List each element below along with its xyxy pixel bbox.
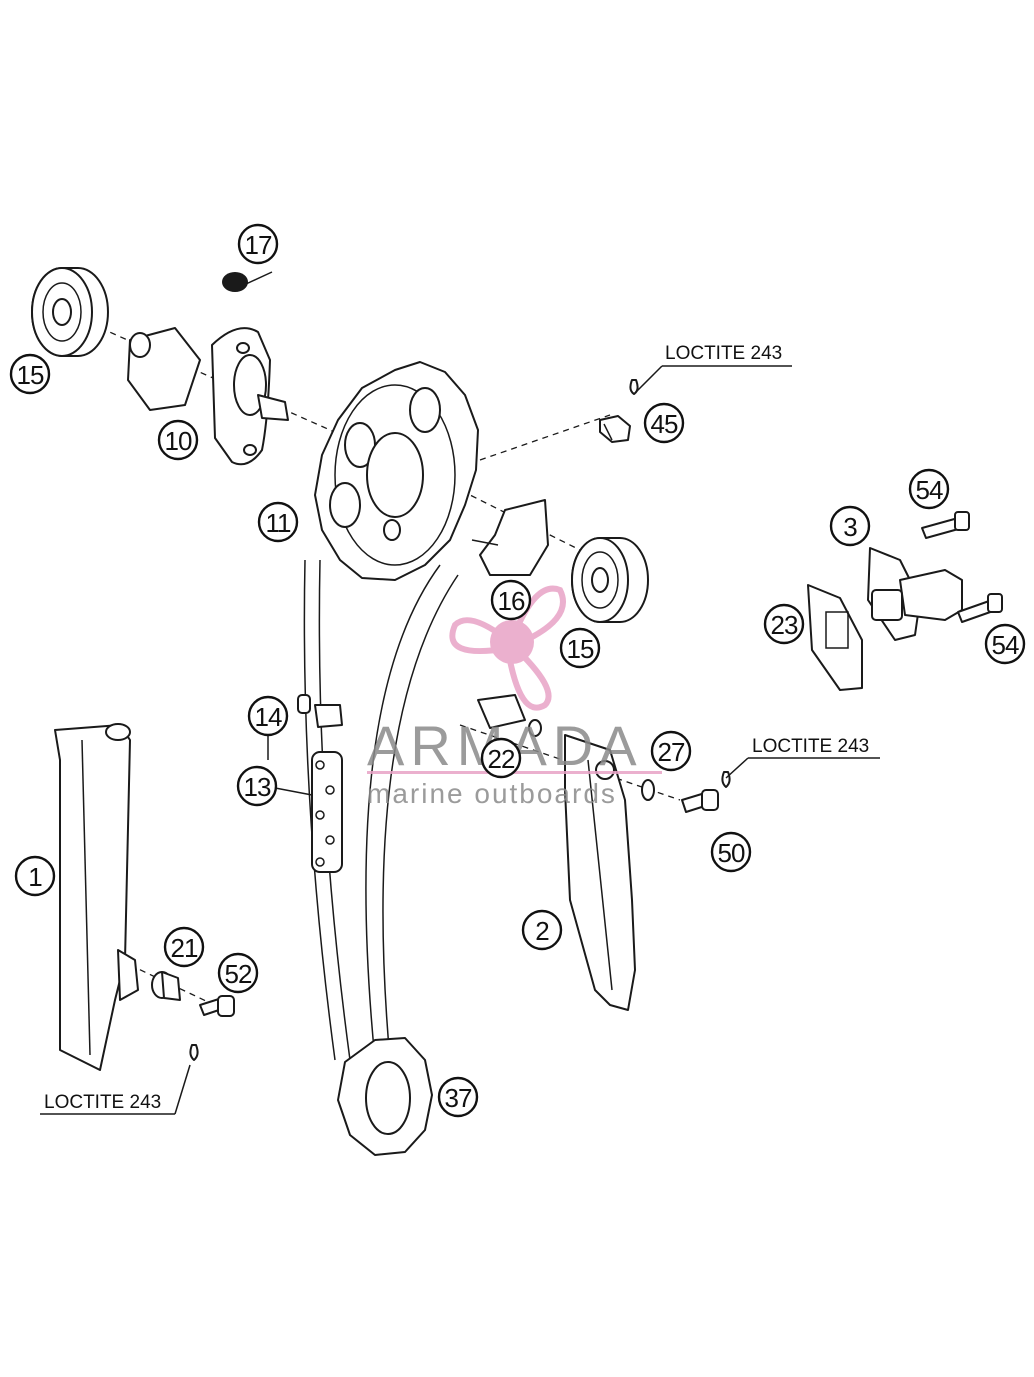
chain-guide-rail bbox=[54, 723, 139, 1071]
chain-segment bbox=[311, 751, 343, 873]
svg-text:45: 45 bbox=[651, 409, 678, 439]
bearing-right bbox=[571, 537, 649, 623]
svg-text:52: 52 bbox=[225, 959, 252, 989]
svg-text:17: 17 bbox=[245, 230, 272, 260]
svg-text:54: 54 bbox=[916, 475, 943, 505]
chain-tensioner bbox=[867, 547, 963, 641]
svg-text:11: 11 bbox=[266, 508, 292, 538]
svg-text:54: 54 bbox=[992, 630, 1019, 660]
svg-text:1: 1 bbox=[28, 862, 42, 892]
decompressor-spring bbox=[222, 271, 273, 292]
bolt-52 bbox=[189, 995, 235, 1061]
callout-21: 21 bbox=[163, 926, 205, 968]
callout-11: 11 bbox=[257, 501, 299, 543]
crankshaft-sprocket bbox=[337, 1037, 433, 1156]
callout-15-top: 15 bbox=[9, 353, 51, 395]
callout-23: 23 bbox=[763, 603, 805, 645]
svg-text:2: 2 bbox=[535, 916, 549, 946]
loctite-leaders bbox=[40, 365, 880, 1115]
callout-2: 2 bbox=[521, 909, 563, 951]
decompressor-lever bbox=[471, 499, 549, 576]
camshaft-sprocket bbox=[314, 361, 479, 581]
callout-45: 45 bbox=[643, 402, 685, 444]
svg-text:13: 13 bbox=[244, 772, 271, 802]
bearing-top-left bbox=[31, 267, 109, 357]
bolt-45 bbox=[599, 379, 639, 443]
svg-text:23: 23 bbox=[771, 610, 798, 640]
svg-text:15: 15 bbox=[567, 634, 594, 664]
watermark-tagline: marine outboards bbox=[367, 778, 617, 809]
callout-1: 1 bbox=[14, 855, 56, 897]
svg-text:3: 3 bbox=[843, 512, 857, 542]
callout-22: 22 bbox=[480, 737, 522, 779]
callout-52: 52 bbox=[217, 952, 259, 994]
svg-text:50: 50 bbox=[718, 838, 745, 868]
propeller-logo bbox=[449, 585, 566, 711]
svg-text:37: 37 bbox=[445, 1083, 472, 1113]
tensioner-rail bbox=[564, 734, 636, 1011]
pivot-pin bbox=[477, 694, 542, 737]
bolt-50 bbox=[681, 771, 731, 813]
loctite-note-left: LOCTITE 243 bbox=[44, 1092, 161, 1113]
callout-15-right: 15 bbox=[559, 627, 601, 669]
svg-text:10: 10 bbox=[165, 426, 192, 456]
callout-54-bottom: 54 bbox=[984, 623, 1026, 665]
callout-27: 27 bbox=[650, 730, 692, 772]
camshaft bbox=[127, 327, 289, 466]
washer-27 bbox=[641, 779, 655, 801]
chain-link-connector bbox=[297, 694, 343, 728]
callout-13: 13 bbox=[236, 765, 278, 807]
svg-text:14: 14 bbox=[255, 702, 282, 732]
tensioner-bolts bbox=[921, 511, 1003, 623]
callout-14: 14 bbox=[247, 695, 289, 737]
callout-17: 17 bbox=[237, 223, 279, 265]
loctite-note-right: LOCTITE 243 bbox=[752, 736, 869, 757]
svg-text:16: 16 bbox=[498, 586, 525, 616]
spacer-bushing bbox=[151, 971, 181, 1001]
callout-54-top: 54 bbox=[908, 468, 950, 510]
loctite-note-top: LOCTITE 243 bbox=[665, 343, 782, 364]
callout-3: 3 bbox=[829, 505, 871, 547]
svg-text:22: 22 bbox=[488, 744, 515, 774]
callout-50: 50 bbox=[710, 831, 752, 873]
callout-16: 16 bbox=[490, 579, 532, 621]
callout-37: 37 bbox=[437, 1076, 479, 1118]
svg-text:27: 27 bbox=[658, 737, 685, 767]
callout-10: 10 bbox=[157, 419, 199, 461]
svg-text:15: 15 bbox=[17, 360, 44, 390]
svg-text:21: 21 bbox=[171, 933, 198, 963]
tensioner-gasket bbox=[807, 584, 863, 691]
